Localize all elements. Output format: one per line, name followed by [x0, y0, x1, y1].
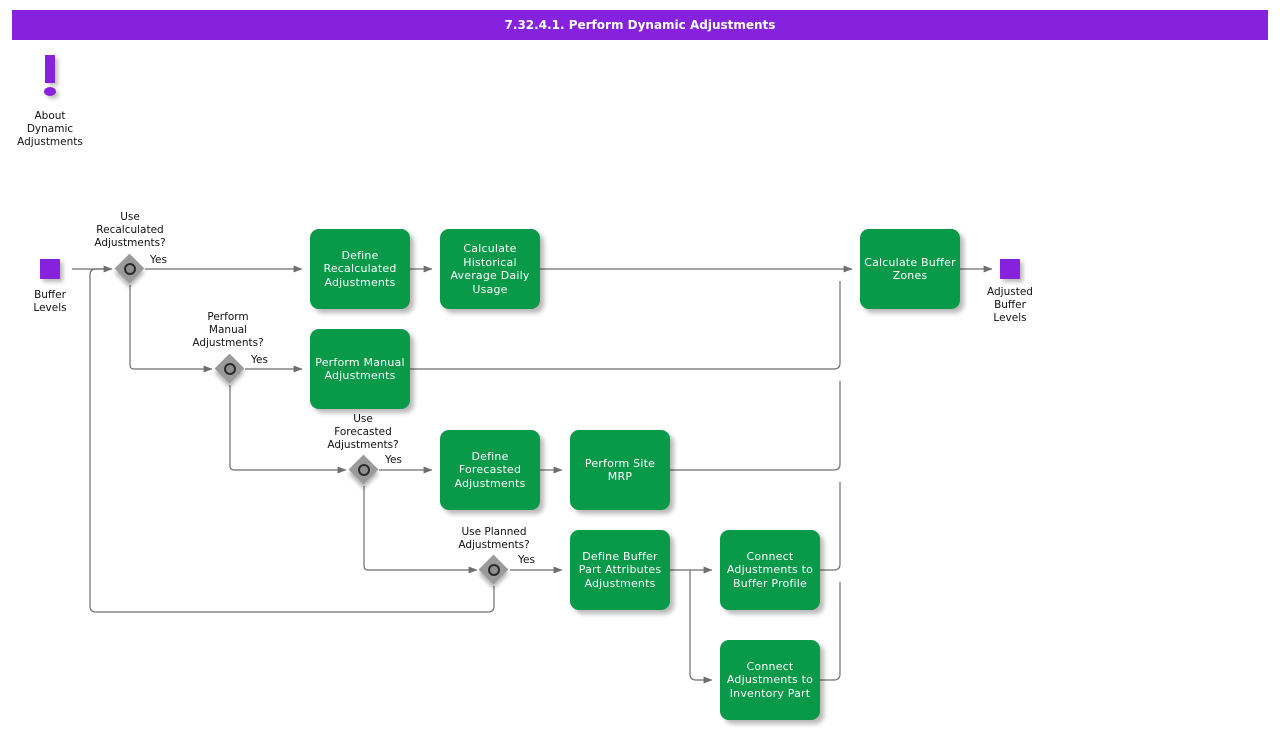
- start-node-label: Buffer Levels: [33, 289, 67, 314]
- task-label: Perform Manual Adjustments: [315, 355, 405, 383]
- gateway-use-planned[interactable]: [478, 554, 509, 585]
- exclamation-dot-icon: [44, 87, 56, 96]
- task-label: Connect Adjustments to Buffer Profile: [726, 549, 814, 590]
- task-calculate-buffer-zones[interactable]: Calculate Buffer Zones: [860, 229, 960, 309]
- task-label: Define Forecasted Adjustments: [454, 449, 526, 490]
- task-label: Calculate Historical Average Daily Usage: [450, 242, 530, 296]
- edge-label-gw1-yes: Yes: [150, 254, 167, 266]
- task-calculate-historical-average-daily-usage[interactable]: Calculate Historical Average Daily Usage: [440, 229, 540, 309]
- task-perform-manual-adjustments[interactable]: Perform Manual Adjustments: [310, 329, 410, 409]
- task-label: Define Buffer Part Attributes Adjustment…: [578, 549, 662, 590]
- gateway-label-use-forecasted: Use Forecasted Adjustments?: [327, 413, 399, 451]
- gateway-ring-icon: [224, 363, 236, 375]
- task-define-forecasted-adjustments[interactable]: Define Forecasted Adjustments: [440, 430, 540, 510]
- task-label: Calculate Buffer Zones: [864, 255, 956, 283]
- task-connect-adjustments-to-buffer-profile[interactable]: Connect Adjustments to Buffer Profile: [720, 530, 820, 610]
- start-node-buffer-levels[interactable]: [40, 259, 60, 279]
- end-node-label: Adjusted Buffer Levels: [987, 286, 1033, 324]
- edge-mrp-to-bus: [670, 381, 841, 471]
- gateway-ring-icon: [358, 464, 370, 476]
- about-marker[interactable]: [35, 55, 65, 100]
- gateway-label-use-recalculated: Use Recalculated Adjustments?: [94, 211, 166, 249]
- edge-label-gw3-yes: Yes: [385, 454, 402, 466]
- task-define-recalculated-adjustments[interactable]: Define Recalculated Adjustments: [310, 229, 410, 309]
- edge-profile-to-bus: [820, 482, 841, 571]
- exclamation-icon: [45, 55, 55, 83]
- page-title: 7.32.4.1. Perform Dynamic Adjustments: [504, 18, 776, 32]
- task-define-buffer-part-attributes-adjustments[interactable]: Define Buffer Part Attributes Adjustment…: [570, 530, 670, 610]
- task-perform-site-mrp[interactable]: Perform Site MRP: [570, 430, 670, 510]
- edge-invpart-to-bus: [820, 582, 841, 681]
- gateway-label-perform-manual: Perform Manual Adjustments?: [192, 311, 264, 349]
- edge-label-gw4-yes: Yes: [518, 554, 535, 566]
- gateway-label-use-planned: Use Planned Adjustments?: [458, 526, 530, 551]
- gateway-ring-icon: [488, 564, 500, 576]
- task-label: Perform Site MRP: [584, 456, 656, 484]
- gateway-use-forecasted[interactable]: [348, 454, 379, 485]
- task-label: Connect Adjustments to Inventory Part: [726, 659, 814, 700]
- edge-bpa-to-invpart: [689, 570, 713, 684]
- about-marker-label: About Dynamic Adjustments: [17, 110, 83, 148]
- task-label: Define Recalculated Adjustments: [323, 248, 397, 289]
- edge-label-gw2-yes: Yes: [251, 354, 268, 366]
- gateway-ring-icon: [124, 263, 136, 275]
- page-title-bar: 7.32.4.1. Perform Dynamic Adjustments: [12, 10, 1268, 40]
- task-connect-adjustments-to-inventory-part[interactable]: Connect Adjustments to Inventory Part: [720, 640, 820, 720]
- edge-gw4-no-loopback: [89, 268, 495, 613]
- gateway-perform-manual[interactable]: [214, 353, 245, 384]
- gateway-use-recalculated[interactable]: [114, 253, 145, 284]
- end-node-adjusted-buffer-levels[interactable]: [1000, 259, 1020, 279]
